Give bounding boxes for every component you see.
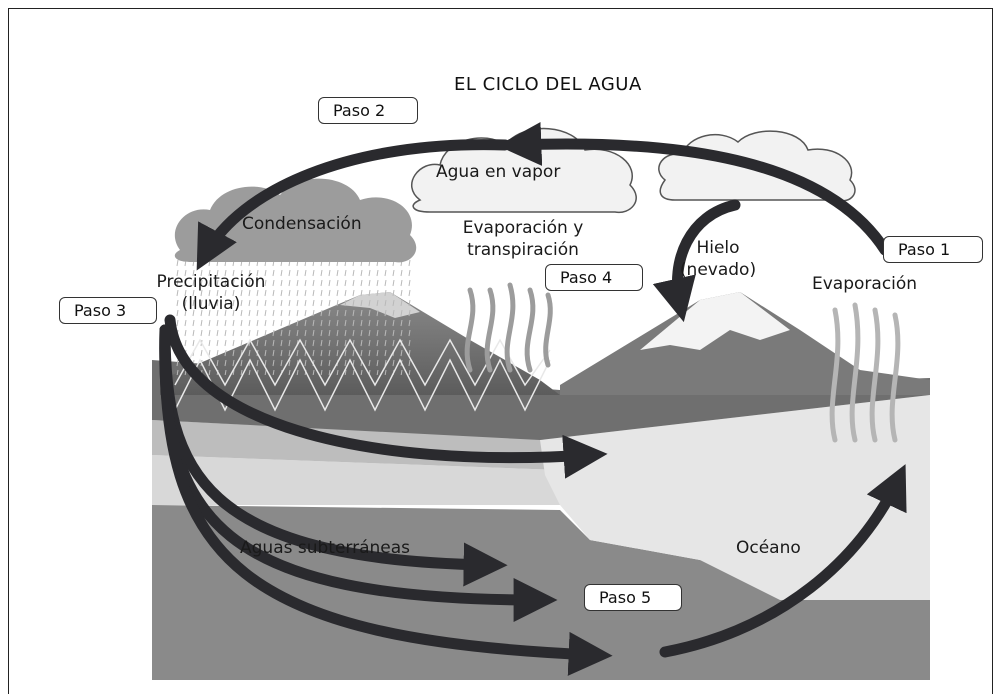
label-ice-line2: (nevado) [658,260,778,280]
step-2-box: Paso 2 [318,97,418,124]
diagram-title: EL CICLO DEL AGUA [454,74,642,95]
label-evaporation: Evaporación [812,274,917,294]
label-groundwater: Aguas subterráneas [240,538,410,558]
label-precipitation-line1: Precipitación [136,272,286,292]
label-precipitation-line2: (lluvia) [136,294,286,314]
label-evap-transp-line2: transpiración [448,240,598,260]
step-5-box: Paso 5 [584,584,682,611]
step-4-box: Paso 4 [545,264,643,291]
label-condensation: Condensación [242,214,362,234]
label-ocean: Océano [736,538,801,558]
step-1-box: Paso 1 [883,236,983,263]
label-evap-transp-line1: Evaporación y [448,218,598,238]
label-water-vapor: Agua en vapor [436,162,560,182]
label-ice-line1: Hielo [658,238,778,258]
